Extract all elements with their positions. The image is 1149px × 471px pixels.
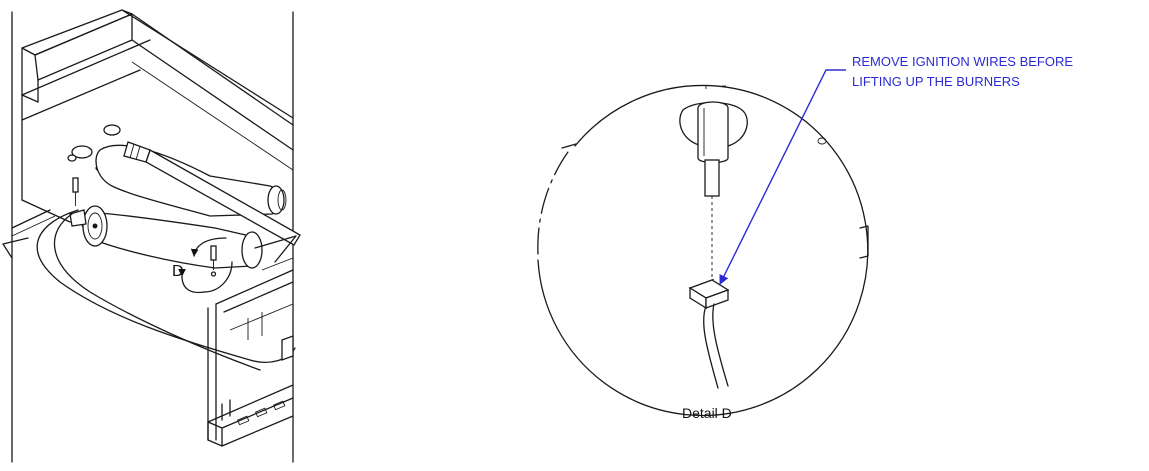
- bottom-rail: [207, 384, 294, 447]
- upper-burner: [95, 141, 301, 246]
- annotation-line-1: REMOVE IGNITION WIRES BEFORE: [852, 54, 1073, 69]
- hole: [67, 154, 77, 162]
- lower-cabinet: [207, 269, 294, 441]
- detail-caption: Detail D: [682, 405, 732, 421]
- annotation: REMOVE IGNITION WIRES BEFORE LIFTING UP …: [719, 54, 1073, 285]
- electrode-pins: [72, 177, 217, 277]
- electrode-tip: [704, 159, 720, 197]
- detail-circle-break: [537, 151, 569, 255]
- ignition-wire-detail: [703, 305, 719, 389]
- wire-connector: [688, 278, 730, 310]
- callout-arrow-bottom: [178, 268, 205, 294]
- callout-letter: D: [172, 263, 184, 280]
- isometric-burner-view: D: [2, 9, 301, 463]
- electrode-body: [697, 101, 729, 164]
- electrode-assembly: [679, 101, 748, 284]
- ignition-wire: [36, 209, 296, 363]
- tray-lip: [11, 209, 51, 229]
- bracket-tab: [859, 225, 869, 259]
- detail-d-view: [537, 84, 869, 417]
- break-line-left: [2, 237, 29, 259]
- hole: [103, 124, 121, 136]
- annotation-line-2: LIFTING UP THE BURNERS: [852, 74, 1020, 89]
- screw-hole: [817, 137, 827, 145]
- break-line-right: [254, 235, 297, 263]
- callout-arc: [203, 261, 233, 293]
- hole: [71, 145, 93, 159]
- tray-front-edge: [21, 199, 71, 223]
- annotation-leader-arrow: [719, 69, 846, 285]
- callout-arrow-top: [190, 237, 227, 257]
- top-frame: [21, 9, 294, 201]
- detail-circle: [537, 84, 869, 417]
- ignition-wire-2: [53, 213, 261, 371]
